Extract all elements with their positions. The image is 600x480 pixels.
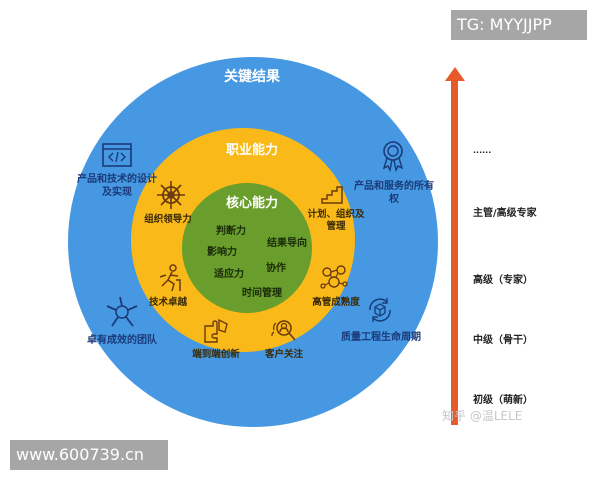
middle-item-technical-excellence: 技术卓越 [148,297,188,308]
middle-item-end-to-end-innovation: 端到端创新 [192,349,240,360]
core-ability-results-oriented: 结果导向 [267,238,307,249]
middle-item-customer-focus: 客户关注 [264,349,304,360]
core-ability-collaboration: 协作 [266,263,286,274]
middle-ring-title: 职业能力 [225,143,279,158]
level-manager-senior-expert: 主管/高级专家 [473,208,537,219]
level-intermediate-backbone: 中级（骨干） [473,335,533,346]
ship-wheel-icon [157,181,185,209]
middle-item-organizational-leadership: 组织领导力 [144,214,192,225]
outer-item-product-service-ownership: 产品和服务的所有权 [354,181,434,205]
watermark-telegram: TG: MYYJJPP [451,10,587,40]
middle-item-executive-maturity: 高管成熟度 [312,297,360,308]
outer-item-effective-team: 卓有成效的团队 [87,335,157,346]
award-ribbon-icon [382,141,404,172]
watermark-website: www.600739.cn [10,440,168,470]
outer-item-quality-engineering-lifecycle: 质量工程生命周期 [341,332,421,343]
level-more: ...... [473,146,492,155]
inner-circle-title: 核心能力 [225,196,279,211]
person-magnifier-icon [271,320,296,341]
team-hands-icon [106,296,138,327]
network-people-icon [320,265,348,289]
arrow-head-icon [445,67,465,81]
code-window-icon [102,143,132,167]
core-ability-influence: 影响力 [207,247,237,258]
outer-ring-title: 关键结果 [224,69,280,85]
middle-item-planning-organizing: 计划、组织及管理 [307,209,365,232]
watermark-zhihu: 知乎 @温LELE [442,409,523,423]
hurdle-runner-icon [159,264,181,292]
stairs-icon [321,186,343,204]
level-senior-expert: 高级（专家） [473,275,533,286]
core-ability-time-management: 时间管理 [242,288,282,299]
level-junior-newcomer: 初级（萌新） [473,395,533,406]
core-ability-judgment: 判断力 [216,226,246,237]
outer-item-product-tech-design: 产品和技术的设计及实现 [77,174,157,198]
puzzle-icon [204,318,228,343]
inner-circle-core-abilities [182,183,312,313]
career-ladder-arrow [451,80,458,425]
cycle-box-icon [369,298,391,322]
core-ability-adaptability: 适应力 [214,269,244,280]
